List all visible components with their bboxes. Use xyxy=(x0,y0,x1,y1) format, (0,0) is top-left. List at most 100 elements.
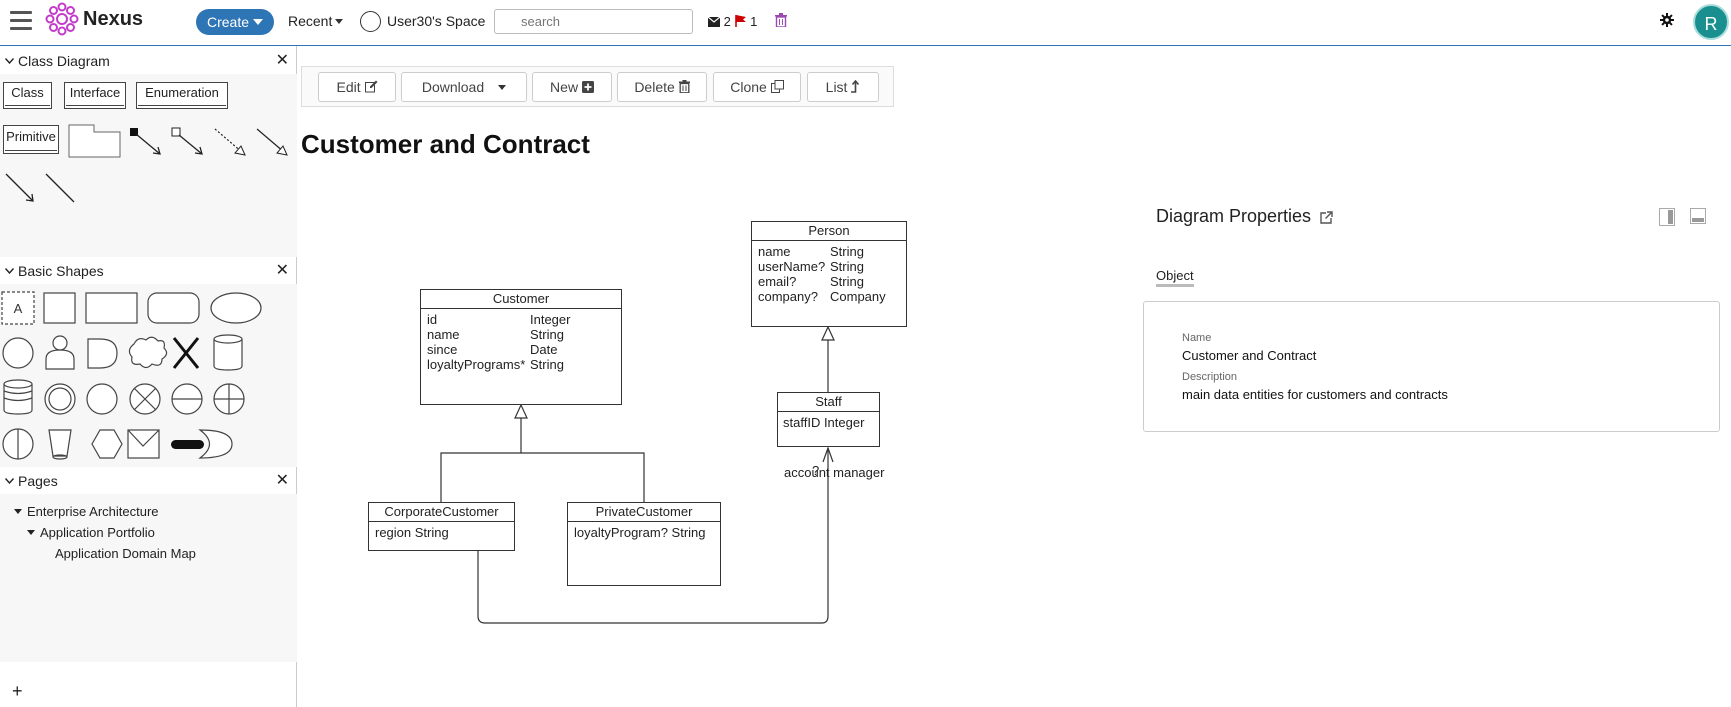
menu-icon[interactable] xyxy=(10,11,32,31)
attr-name: loyaltyPrograms* xyxy=(427,357,526,372)
attr-type: Date xyxy=(530,342,558,357)
panel-right-icon[interactable] xyxy=(1659,208,1675,226)
edit-icon xyxy=(364,80,377,93)
chevron-down-icon xyxy=(5,478,14,484)
interface-tool[interactable]: Interface xyxy=(64,82,126,109)
chevron-down-icon xyxy=(5,268,14,274)
nexus-logo-icon xyxy=(45,2,79,36)
download-button[interactable]: Download xyxy=(401,72,527,102)
state-shape xyxy=(86,383,118,415)
close-icon[interactable]: ✕ xyxy=(275,262,289,279)
panel-bottom-icon[interactable] xyxy=(1690,208,1706,224)
attr-line: region String xyxy=(375,525,449,540)
name-label: Name xyxy=(1182,332,1212,344)
space-selector[interactable]: User30's Space xyxy=(360,11,485,32)
tab-underline xyxy=(1156,284,1194,287)
name-value[interactable]: Customer and Contract xyxy=(1182,348,1317,363)
generalization-tool[interactable] xyxy=(254,126,290,158)
association-label[interactable]: account manager xyxy=(784,465,885,480)
primitive-tool[interactable]: Primitive xyxy=(3,125,59,154)
class-name: Staff xyxy=(778,393,879,412)
attr-line: loyaltyProgram? String xyxy=(574,525,706,540)
dependency-tool[interactable] xyxy=(212,126,248,158)
attr-type: String xyxy=(530,357,564,372)
cylinder-shape xyxy=(213,339,243,371)
basic-shapes-grid[interactable]: A xyxy=(0,284,297,467)
class-diagram-header[interactable]: Class Diagram ✕ xyxy=(0,49,297,73)
recent-label: Recent xyxy=(288,13,333,29)
basic-shapes-palette: A xyxy=(0,284,297,467)
directed-association-tool[interactable] xyxy=(4,172,36,204)
new-button[interactable]: New xyxy=(532,72,612,102)
multiplicity-label[interactable]: ? xyxy=(812,463,820,478)
package-tool[interactable] xyxy=(68,124,122,158)
level-up-icon xyxy=(851,79,860,93)
class-customer[interactable]: Customer id Integer name String since Da… xyxy=(420,289,622,405)
search-input[interactable] xyxy=(494,9,693,34)
rounded-rectangle-shape xyxy=(147,292,200,324)
text-shape xyxy=(1,291,35,325)
tree-item-enterprise-architecture[interactable]: Enterprise Architecture xyxy=(14,504,159,519)
notifications[interactable]: 2 1 xyxy=(707,14,757,29)
properties-title: Diagram Properties xyxy=(1156,206,1312,226)
class-name: CorporateCustomer xyxy=(369,503,514,522)
tab-object[interactable]: Object xyxy=(1156,268,1194,283)
pages-tree: Enterprise Architecture Application Port… xyxy=(0,494,297,662)
flag-icon xyxy=(735,15,747,27)
class-person[interactable]: Person name String userName? String emai… xyxy=(751,221,907,327)
mail-icon xyxy=(707,16,721,27)
attr-type: String xyxy=(830,244,864,259)
cylinder-top-shape xyxy=(213,334,243,344)
hexagon-shape xyxy=(91,429,123,459)
class-staff[interactable]: Staff staffID Integer xyxy=(777,392,880,447)
or-gate-shape xyxy=(198,429,233,459)
mail-count: 2 xyxy=(723,14,731,29)
list-label: List xyxy=(825,79,848,95)
ellipse-shape xyxy=(210,292,262,324)
basic-shapes-header[interactable]: Basic Shapes ✕ xyxy=(0,259,297,283)
avatar[interactable]: R xyxy=(1693,4,1729,40)
close-icon[interactable]: ✕ xyxy=(275,472,289,489)
rectangle-shape xyxy=(85,292,138,324)
clone-button[interactable]: Clone xyxy=(713,72,801,102)
association-tool[interactable] xyxy=(44,172,76,204)
trash-icon[interactable] xyxy=(775,13,787,27)
circle-shape xyxy=(2,337,34,369)
class-private-customer[interactable]: PrivateCustomer loyaltyProgram? String xyxy=(567,502,721,586)
delete-button[interactable]: Delete xyxy=(617,72,707,102)
edit-button[interactable]: Edit xyxy=(318,72,396,102)
attr-type: String xyxy=(830,274,864,289)
new-label: New xyxy=(550,79,579,95)
attr-type: String xyxy=(830,259,864,274)
class-tool[interactable]: Class xyxy=(3,82,52,109)
delete-label: Delete xyxy=(634,79,675,95)
add-page-button[interactable]: + xyxy=(12,681,23,701)
description-label: Description xyxy=(1182,371,1238,383)
close-icon[interactable]: ✕ xyxy=(275,52,289,69)
app-name[interactable]: Nexus xyxy=(83,8,144,30)
tree-item-application-domain-map[interactable]: Application Domain Map xyxy=(55,546,196,561)
attr-name: name xyxy=(758,244,791,259)
edit-label: Edit xyxy=(336,79,361,95)
toolbar: Edit Download New Delete Clone List xyxy=(301,66,894,107)
class-corporate-customer[interactable]: CorporateCustomer region String xyxy=(368,502,515,551)
attr-name: name xyxy=(427,327,460,342)
external-link-icon[interactable] xyxy=(1320,211,1333,224)
pages-header[interactable]: Pages ✕ xyxy=(0,469,297,493)
download-label: Download xyxy=(421,79,485,95)
enumeration-tool[interactable]: Enumeration xyxy=(136,82,228,109)
database-shape xyxy=(3,384,33,415)
attr-type: String xyxy=(530,327,564,342)
composition-tool[interactable] xyxy=(128,126,164,158)
tree-label: Enterprise Architecture xyxy=(27,504,159,519)
list-button[interactable]: List xyxy=(807,72,879,102)
section-title: Class Diagram xyxy=(18,53,110,69)
attr-name: userName? xyxy=(758,259,826,274)
left-panel: Class Diagram ✕ Class Interface Enumerat… xyxy=(0,46,297,707)
tree-item-application-portfolio[interactable]: Application Portfolio xyxy=(27,525,155,540)
description-value[interactable]: main data entities for customers and con… xyxy=(1182,387,1448,402)
recent-menu[interactable]: Recent xyxy=(288,13,344,29)
create-button[interactable]: Create xyxy=(196,9,274,35)
aggregation-tool[interactable] xyxy=(170,126,206,158)
gear-icon[interactable] xyxy=(1660,13,1674,27)
